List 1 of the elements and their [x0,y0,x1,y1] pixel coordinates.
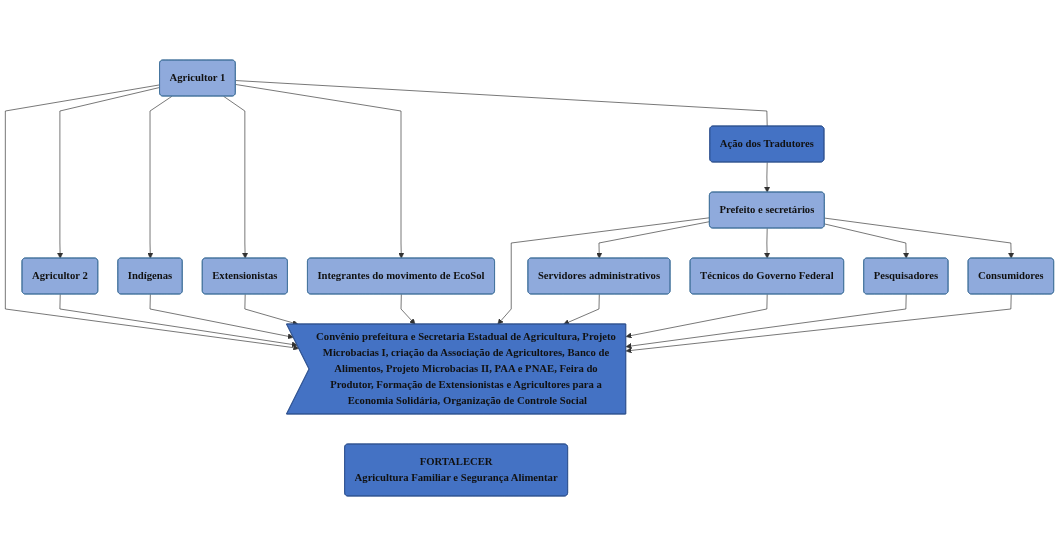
connector [235,80,768,127]
